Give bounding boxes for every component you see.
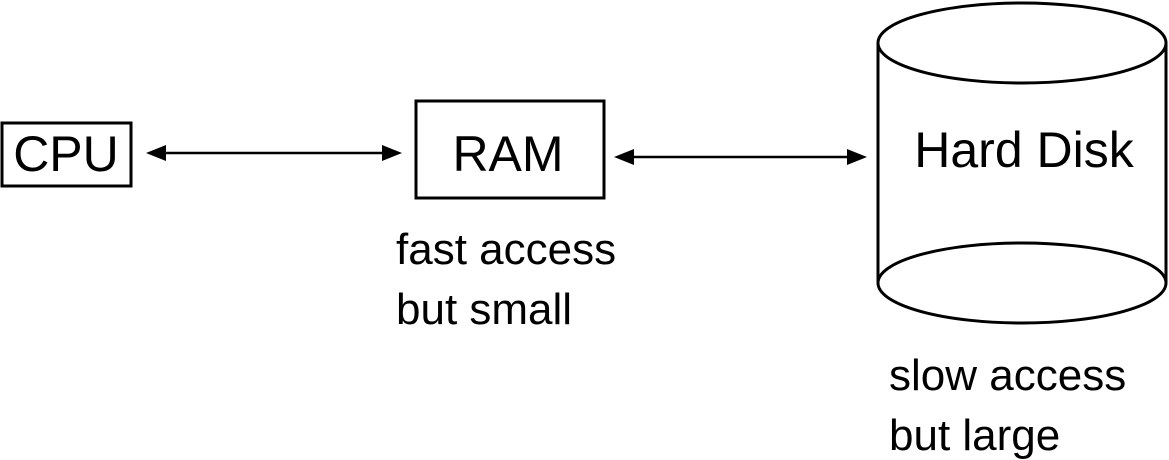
- hard-disk-note-line-1: slow access: [889, 351, 1126, 400]
- ram-disk-arrow-right: [847, 149, 867, 165]
- ram-node: RAM fast access but small: [396, 99, 616, 334]
- cpu-ram-connector: [146, 145, 402, 161]
- cpu-ram-arrow-left: [146, 145, 166, 161]
- hard-disk-cylinder-bottom: [876, 241, 1168, 325]
- cpu-node: CPU: [0, 121, 133, 188]
- cpu-label: CPU: [13, 126, 119, 182]
- hard-disk-node: Hard Disk slow access but large: [876, 1, 1168, 460]
- ram-label: RAM: [452, 126, 563, 182]
- hard-disk-cylinder-body: [876, 43, 1168, 283]
- hard-disk-note-line-2: but large: [889, 411, 1060, 460]
- ram-box: [414, 99, 606, 200]
- cpu-ram-arrow-right: [382, 145, 402, 161]
- ram-disk-connector: [614, 149, 867, 165]
- hard-disk-cylinder-top: [876, 1, 1168, 85]
- cpu-box: [0, 121, 133, 188]
- ram-note-line-2: but small: [396, 285, 572, 334]
- ram-note-line-1: fast access: [396, 225, 616, 274]
- ram-disk-arrow-left: [614, 149, 634, 165]
- hard-disk-label: Hard Disk: [914, 122, 1134, 178]
